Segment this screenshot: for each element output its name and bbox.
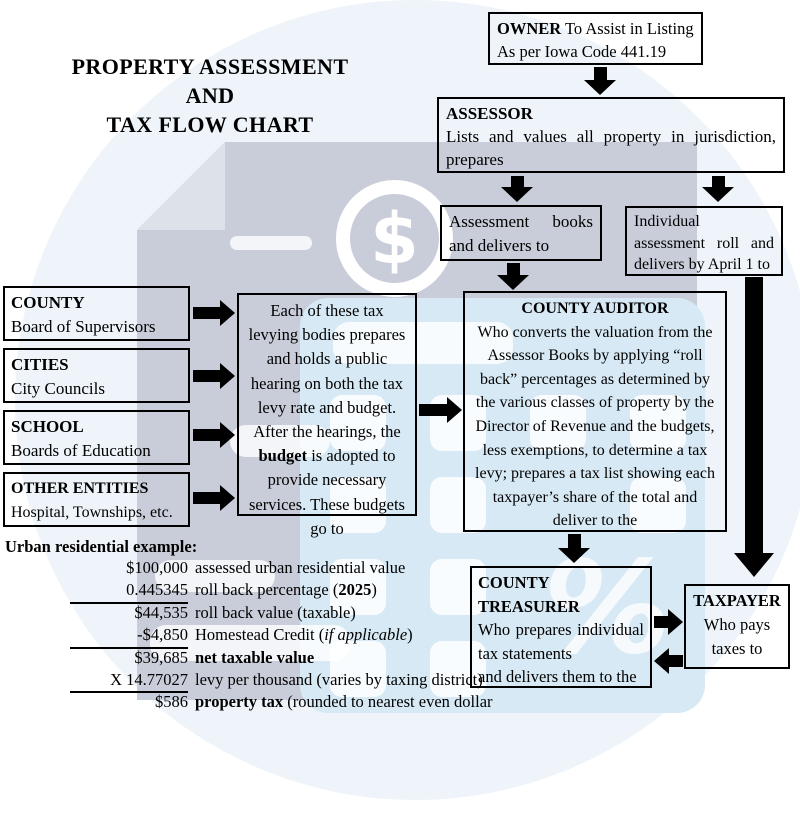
watermark-bar bbox=[230, 425, 330, 457]
example-amount: $39,685 bbox=[134, 647, 188, 667]
county-treasurer-box: COUNTY TREASURER Who prepares individual… bbox=[470, 566, 652, 688]
treasurer-heading-line1: COUNTY bbox=[478, 573, 550, 592]
levy-process-bold: budget bbox=[258, 446, 308, 466]
arrow-county-to-process bbox=[193, 300, 235, 326]
owner-box: OWNER To Assist in Listing As per Iowa C… bbox=[488, 12, 703, 65]
example-amount: 0.445345 bbox=[70, 579, 188, 604]
example-heading: Urban residential example: bbox=[5, 537, 198, 556]
owner-text: To Assist in Listing bbox=[561, 19, 694, 38]
title-line: AND bbox=[185, 83, 235, 108]
other-entities-box: OTHER ENTITIES Hospital, Townships, etc. bbox=[3, 472, 190, 527]
school-box: SCHOOL Boards of Education bbox=[3, 410, 190, 465]
treasurer-body-line2: and delivers them to the bbox=[478, 667, 637, 686]
arrow-auditor-to-treasurer bbox=[557, 534, 591, 563]
calculator-button-shape bbox=[530, 395, 586, 451]
treasurer-heading-line2: TREASURER bbox=[478, 596, 580, 616]
county-auditor-body: Who converts the valuation from the Asse… bbox=[475, 323, 715, 530]
levy-process-box: Each of these tax levying bodies prepare… bbox=[237, 293, 417, 538]
calculator-button-shape bbox=[330, 395, 386, 451]
county-auditor-heading: COUNTY AUDITOR bbox=[521, 300, 669, 317]
example-amount: $44,535 bbox=[134, 602, 188, 622]
county-auditor-box: COUNTY AUDITOR Who converts the valuatio… bbox=[463, 291, 727, 532]
other-entities-heading: OTHER ENTITIES bbox=[11, 480, 149, 497]
arrow-roll-to-taxpayer bbox=[734, 277, 774, 577]
other-entities-subheading: Hospital, Townships, etc. bbox=[11, 504, 173, 521]
arrow-cities-to-process bbox=[193, 363, 235, 389]
cities-box: CITIES City Councils bbox=[3, 348, 190, 403]
watermark-calculator-display bbox=[333, 322, 513, 364]
cities-subheading: City Councils bbox=[11, 379, 105, 398]
school-subheading: Boards of Education bbox=[11, 441, 151, 460]
page-title: PROPERTY ASSESSMENT AND TAX FLOW CHART bbox=[30, 52, 390, 139]
assessor-body: Lists and values all property in jurisdi… bbox=[446, 127, 776, 169]
watermark-bar bbox=[155, 560, 275, 592]
assessor-heading: ASSESSOR bbox=[446, 104, 533, 123]
arrow-treasurer-to-taxpayer bbox=[654, 609, 683, 635]
example-amount: X 14.77027 bbox=[70, 669, 188, 694]
county-heading: COUNTY bbox=[11, 293, 85, 312]
owner-line2: As per Iowa Code 441.19 bbox=[497, 42, 667, 61]
owner-heading: OWNER bbox=[497, 19, 562, 38]
percent-icon: % bbox=[543, 534, 672, 683]
county-subheading: Board of Supervisors bbox=[11, 317, 156, 336]
calculator-button-shape bbox=[430, 477, 486, 533]
assessor-box: ASSESSOR Lists and values all property i… bbox=[437, 97, 785, 173]
dollar-circle-icon: $ bbox=[336, 180, 453, 297]
calculator-button-shape bbox=[630, 477, 686, 533]
example-amount: $100,000 bbox=[126, 558, 188, 577]
school-heading: SCHOOL bbox=[11, 417, 84, 436]
arrow-assessor-to-books bbox=[501, 176, 533, 202]
levy-process-body: Each of these tax levying bodies prepare… bbox=[248, 301, 406, 442]
example-amount: $586 bbox=[155, 692, 188, 712]
arrow-owner-to-assessor bbox=[584, 67, 616, 95]
dollar-sign-icon: $ bbox=[370, 197, 419, 280]
taxpayer-heading: TAXPAYER bbox=[693, 591, 781, 610]
calculator-button-shape bbox=[330, 477, 386, 533]
title-line: TAX FLOW CHART bbox=[106, 112, 314, 137]
taxpayer-box: TAXPAYER Who pays taxes to bbox=[684, 584, 790, 669]
individual-roll-body: Individual assessment roll and delivers … bbox=[634, 213, 774, 273]
title-line: PROPERTY ASSESSMENT bbox=[71, 54, 349, 79]
arrow-school-to-process bbox=[193, 422, 235, 448]
arrow-books-to-auditor bbox=[497, 263, 529, 290]
arrow-process-to-auditor bbox=[419, 397, 462, 423]
calculator-button-shape bbox=[330, 559, 386, 615]
assessment-books-body: Assessment books and delivers to bbox=[449, 212, 593, 255]
watermark-bar bbox=[150, 625, 350, 661]
cities-heading: CITIES bbox=[11, 355, 69, 374]
arrow-other-to-process bbox=[193, 485, 235, 511]
individual-roll-box: Individual assessment roll and delivers … bbox=[625, 206, 783, 276]
calculator-button-shape bbox=[630, 395, 686, 451]
assessment-books-box: Assessment books and delivers to bbox=[440, 205, 602, 261]
example-amount: -$4,850 bbox=[70, 624, 188, 649]
calculator-button-shape bbox=[430, 559, 486, 615]
levy-process-body-post: is adopted to provide necessary services… bbox=[249, 446, 405, 538]
arrow-taxpayer-to-treasurer bbox=[654, 648, 683, 674]
treasurer-body-line1: Who prepares individual tax statements bbox=[478, 620, 644, 663]
taxpayer-body: Who pays taxes to bbox=[703, 615, 771, 658]
arrow-assessor-to-roll bbox=[702, 176, 734, 202]
minus-bar-shape bbox=[230, 236, 312, 250]
county-box: COUNTY Board of Supervisors bbox=[3, 286, 190, 341]
